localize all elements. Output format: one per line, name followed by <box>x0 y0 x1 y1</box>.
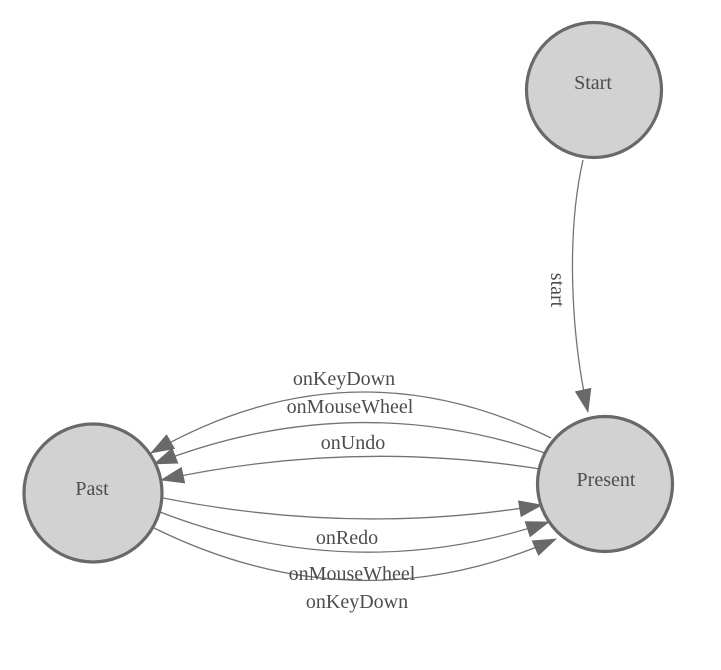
node-start-label: Start <box>574 72 612 94</box>
node-present-label: Present <box>577 469 636 491</box>
edge-present-to-past-onmousewheel <box>153 421 546 465</box>
edge-present-to-past-onkeydown <box>150 391 552 454</box>
node-present[interactable] <box>535 414 675 554</box>
edge-label-onkeydown-bottom: onKeyDown <box>306 591 408 613</box>
node-past-group: Past <box>22 422 164 564</box>
node-start[interactable] <box>524 20 664 160</box>
node-past[interactable] <box>22 422 164 564</box>
node-present-group: Present <box>535 414 675 554</box>
edge-label-onmousewheel-top: onMouseWheel <box>287 396 414 418</box>
edge-past-to-present-onkeydown <box>153 527 557 582</box>
node-start-group: Start <box>524 20 664 160</box>
edge-past-to-present-onmousewheel <box>159 511 550 553</box>
edge-label-onundo: onUndo <box>321 432 385 454</box>
edge-present-to-past-onundo <box>160 455 541 484</box>
edge-label-onredo: onRedo <box>316 527 378 549</box>
edge-label-onkeydown-top: onKeyDown <box>293 368 395 390</box>
edge-label-start: start <box>546 273 568 308</box>
edge-past-to-present-onredo <box>162 497 543 520</box>
edge-label-onmousewheel-bottom: onMouseWheel <box>289 563 416 585</box>
edge-start-to-present <box>571 159 592 413</box>
node-past-label: Past <box>75 478 109 500</box>
